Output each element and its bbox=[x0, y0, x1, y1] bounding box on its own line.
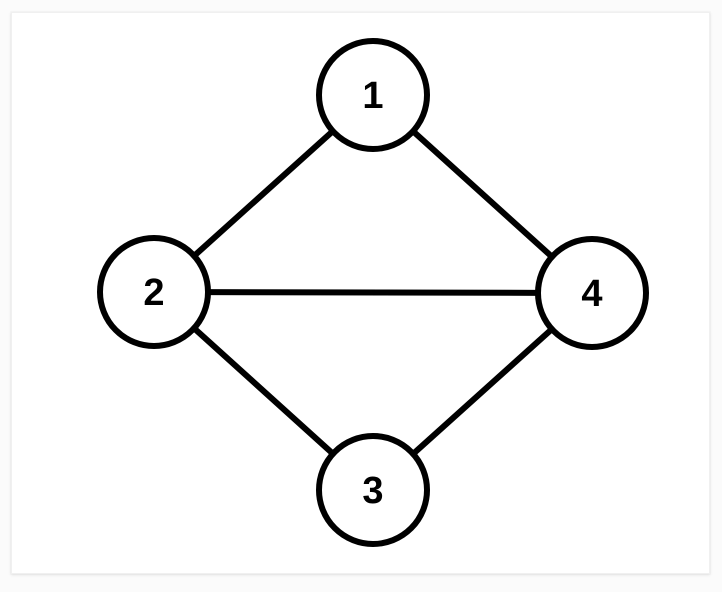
graph-node-circle-3[interactable] bbox=[316, 433, 430, 547]
graph-edge-3-4[interactable] bbox=[410, 326, 555, 457]
graph-node-circle-4[interactable] bbox=[535, 236, 649, 350]
graph-node-4[interactable]: 4 bbox=[535, 236, 649, 350]
graph-node-3[interactable]: 3 bbox=[316, 433, 430, 547]
graph-edge-1-4[interactable] bbox=[410, 128, 555, 260]
graph-node-label-1: 1 bbox=[362, 75, 383, 117]
graph-node-circle-1[interactable] bbox=[316, 38, 430, 152]
graph-edge-1-2[interactable] bbox=[191, 128, 336, 259]
graph-node-2[interactable]: 2 bbox=[97, 235, 211, 349]
graph-node-label-4: 4 bbox=[581, 273, 602, 315]
graph-node-label-3: 3 bbox=[362, 470, 383, 512]
graph-edge-2-3[interactable] bbox=[191, 325, 336, 457]
node-layer: 1 2 3 4 bbox=[97, 38, 649, 547]
graph-node-circle-2[interactable] bbox=[97, 235, 211, 349]
edge-layer bbox=[191, 128, 555, 457]
graph-edge-2-4[interactable] bbox=[204, 289, 542, 296]
graph-node-1[interactable]: 1 bbox=[316, 38, 430, 152]
graph-node-label-2: 2 bbox=[143, 272, 164, 314]
